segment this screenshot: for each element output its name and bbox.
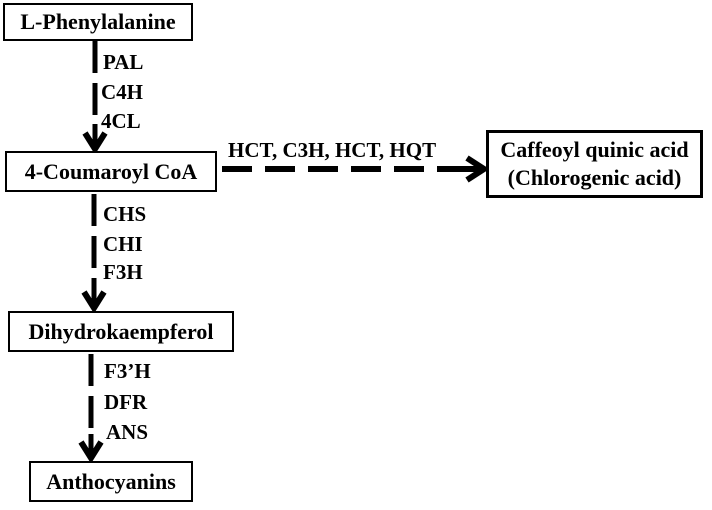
enzyme-label-chi: CHI [103, 232, 143, 256]
node-caffeoyl-quinic-acid-line2: (Chlorogenic acid) [507, 165, 682, 190]
node-anthocyanins-label: Anthocyanins [46, 468, 176, 494]
node-caffeoyl-quinic-acid: Caffeoyl quinic acid (Chlorogenic acid) [486, 130, 703, 198]
enzyme-label-ans: ANS [106, 420, 149, 444]
node-l-phenylalanine: L-Phenylalanine [3, 3, 193, 41]
node-dihydrokaempferol: Dihydrokaempferol [8, 311, 234, 352]
enzyme-label-f3ph: F3’H [104, 359, 151, 383]
arrow-coumaroyl-to-dihydrokaempferol [81, 194, 107, 314]
enzyme-label-dfr: DFR [104, 390, 148, 414]
enzyme-label-chs: CHS [103, 202, 147, 226]
arrow-coumaroyl-to-chlorogenic [222, 155, 490, 183]
arrow-phenylalanine-to-coumaroyl [82, 41, 108, 155]
node-dihydrokaempferol-label: Dihydrokaempferol [28, 318, 214, 344]
enzyme-label-pal: PAL [103, 50, 144, 74]
node-caffeoyl-quinic-acid-line1: Caffeoyl quinic acid [500, 137, 689, 162]
node-4-coumaroyl-coa: 4-Coumaroyl CoA [5, 151, 217, 192]
arrow-dihydrokaempferol-to-anthocyanins [78, 354, 104, 464]
node-l-phenylalanine-label: L-Phenylalanine [20, 9, 176, 34]
node-anthocyanins: Anthocyanins [29, 461, 193, 502]
enzyme-label-hct-c3h-hct-hqt: HCT, C3H, HCT, HQT [228, 138, 437, 162]
node-4-coumaroyl-coa-label: 4-Coumaroyl CoA [24, 158, 198, 184]
enzyme-label-c4h: C4H [101, 80, 143, 104]
enzyme-label-4cl: 4CL [101, 109, 141, 133]
enzyme-label-f3h: F3H [103, 260, 143, 284]
